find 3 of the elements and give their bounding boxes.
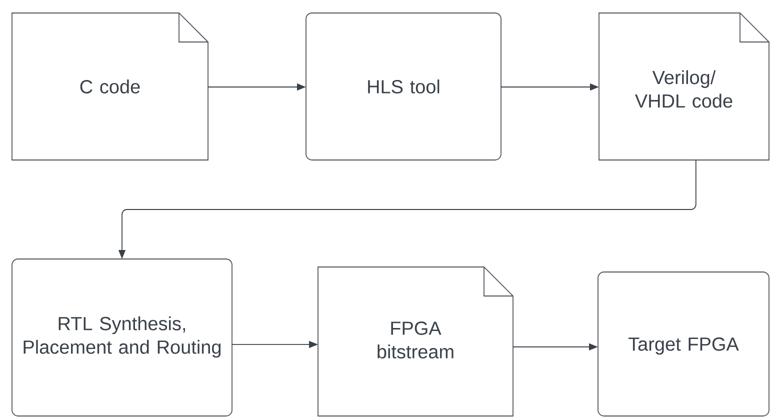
process-box: Target FPGA	[598, 272, 770, 416]
process-box: HLS tool	[306, 12, 502, 160]
process-box: RTL Synthesis, Placement and Routing	[12, 258, 232, 416]
